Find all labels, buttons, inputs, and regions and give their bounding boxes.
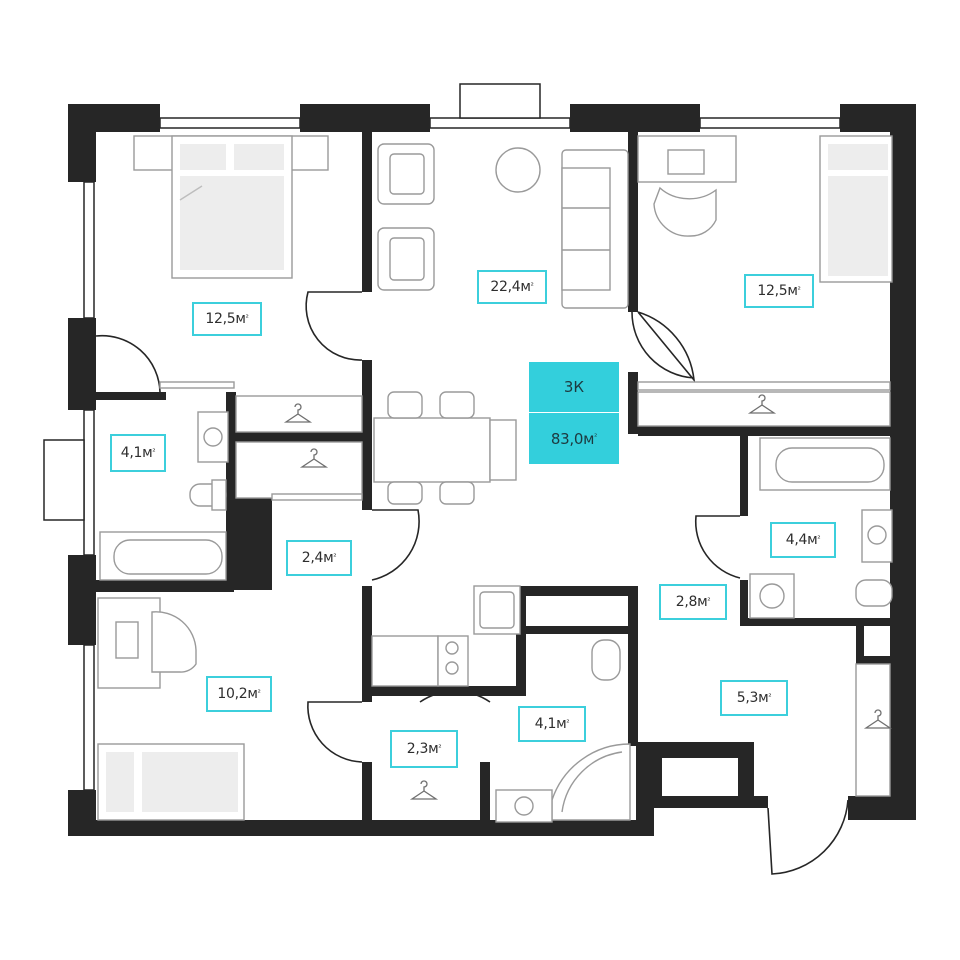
toilet-icon <box>189 479 227 511</box>
fridge-icon <box>371 635 439 687</box>
wardrobe-right <box>637 381 891 427</box>
bed-icon-right <box>819 135 893 283</box>
sink-icon <box>197 411 229 463</box>
stove-icon <box>437 635 469 687</box>
table-icon <box>373 417 517 483</box>
toilet-icon-bottom <box>591 639 621 681</box>
chair-icon <box>387 391 475 505</box>
toilet-icon-right <box>855 579 893 607</box>
bathtub-icon-right <box>759 437 891 491</box>
sink-icon-bottom <box>495 789 553 823</box>
furniture <box>97 135 893 823</box>
doors <box>95 291 849 875</box>
sofa-icon <box>561 149 629 309</box>
hanger-icon <box>863 709 893 729</box>
windows <box>43 83 841 791</box>
bathtub-icon <box>99 531 227 581</box>
shower-icon <box>551 743 631 821</box>
monitor-small <box>115 621 139 659</box>
hall-wardrobe <box>855 663 891 797</box>
kitchen-sink-icon <box>473 585 521 635</box>
office-chair-right <box>653 186 717 237</box>
bed-icon-small <box>97 743 245 821</box>
hanger-icon <box>299 448 329 468</box>
exterior-walls <box>68 104 916 836</box>
hanger-icon <box>409 780 439 800</box>
office-chair-small <box>151 611 197 673</box>
armchair-icon <box>377 143 435 291</box>
washing-machine-icon <box>749 573 795 619</box>
hanger-icon <box>747 394 777 414</box>
hanger-icon <box>283 403 313 423</box>
monitor-right <box>667 149 705 175</box>
room-count: 3К <box>563 378 585 396</box>
summary-divider <box>529 412 619 413</box>
sink-icon-right <box>861 509 893 563</box>
round-table-icon <box>495 147 541 193</box>
bed-icon <box>133 135 329 279</box>
desk-small <box>97 597 161 689</box>
